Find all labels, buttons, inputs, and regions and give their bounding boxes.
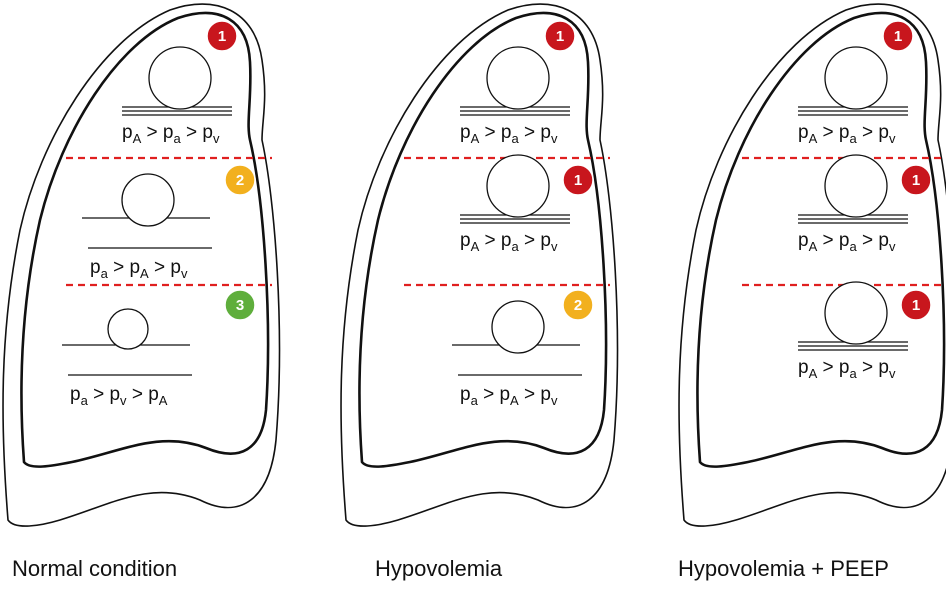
outer-lung-contour [341,4,617,526]
zone-badge-icon: 1 [883,21,913,51]
zone-3: pa > pv > pA 3 [62,290,255,408]
pressure-equation: pA > pa > pv [460,122,558,146]
zone-badge-label: 3 [236,297,244,314]
zone-badge-icon: 1 [545,21,575,51]
alveolus-icon [108,309,148,349]
zone-1: pA > pa > pv 1 [460,21,575,146]
pressure-equation: pA > pa > pv [798,357,896,381]
pressure-equation: pA > pa > pv [460,230,558,254]
zone-badge-icon: 3 [225,290,255,320]
zone-2: pA > pa > pv 1 [460,155,593,254]
lung-panel-3: pA > pa > pv 1 pA > pa > pv 1 pA > pa > pv 1 [679,4,946,526]
pressure-equation: pa > pA > pv [90,257,188,281]
alveolus-icon [149,47,211,109]
alveolus-icon [825,282,887,344]
pressure-equation: pA > pa > pv [798,230,896,254]
lung-panel-1: pA > pa > pv 1 pa > pA > pv 2 pa > pv > pA 3 [3,4,279,526]
zone-2: pA > pa > pv 1 [798,155,931,254]
zone-badge-label: 2 [236,172,244,189]
alveolus-icon [825,47,887,109]
zone-badge-label: 1 [894,28,902,45]
alveolus-icon [825,155,887,217]
pressure-equation: pa > pA > pv [460,384,558,408]
alveolus-icon [492,301,544,353]
caption-normal-condition: Normal condition [12,556,177,582]
zone-badge-icon: 1 [563,165,593,195]
outer-lung-contour [679,4,946,526]
pressure-equation: pA > pa > pv [798,122,896,146]
zone-badge-icon: 1 [207,21,237,51]
zone-badge-label: 1 [912,172,920,189]
pressure-equation: pA > pa > pv [122,122,220,146]
zone-badge-label: 1 [218,28,226,45]
zone-badge-label: 2 [574,297,582,314]
zone-badge-label: 1 [574,172,582,189]
lung-panel-2: pA > pa > pv 1 pA > pa > pv 1 pa > pA > pv 2 [341,4,617,526]
alveolus-icon [122,174,174,226]
zone-1: pA > pa > pv 1 [122,21,237,146]
caption-hypovolemia: Hypovolemia [375,556,502,582]
zone-badge-icon: 2 [563,290,593,320]
zone-badge-icon: 2 [225,165,255,195]
pressure-equation: pa > pv > pA [70,384,168,408]
zone-badge-label: 1 [912,297,920,314]
zone-badge-icon: 1 [901,165,931,195]
caption-hypovolemia-peep: Hypovolemia + PEEP [678,556,889,582]
zone-2: pa > pA > pv 2 [82,165,255,281]
zone-3: pA > pa > pv 1 [798,282,931,381]
alveolus-icon [487,155,549,217]
zone-1: pA > pa > pv 1 [798,21,913,146]
zone-3: pa > pA > pv 2 [452,290,593,408]
alveolus-icon [487,47,549,109]
zone-badge-label: 1 [556,28,564,45]
zone-badge-icon: 1 [901,290,931,320]
